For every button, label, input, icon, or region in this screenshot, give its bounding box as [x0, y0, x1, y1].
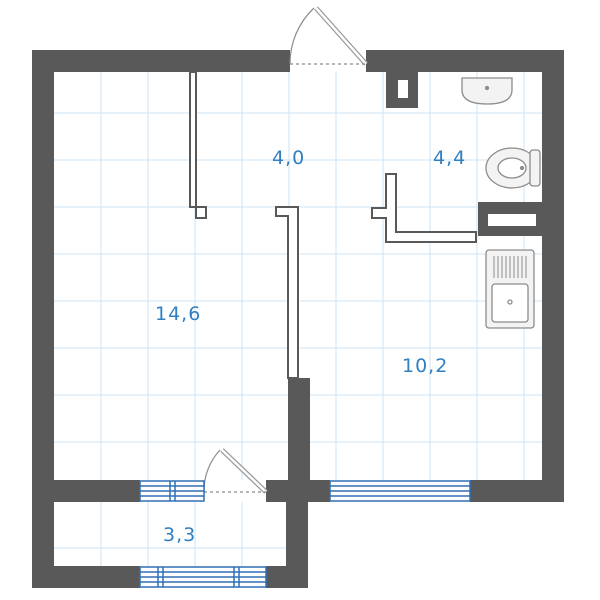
kitchen-sink — [485, 249, 535, 329]
room-area-kitchen: 10,2 — [402, 355, 448, 377]
balcony-window-top — [139, 480, 205, 502]
ventilation-shaft — [398, 80, 408, 98]
balcony-window-bottom — [139, 566, 267, 588]
toilet — [485, 147, 541, 189]
niche-opening — [488, 214, 536, 226]
room-area-balcony: 3,3 — [163, 524, 196, 546]
bathroom-sink — [461, 77, 513, 105]
room-area-hall: 4,0 — [272, 147, 305, 169]
room-area-living: 14,6 — [155, 303, 201, 325]
room-area-bathroom: 4,4 — [433, 147, 466, 169]
floor-grid — [54, 72, 542, 568]
balcony-door — [203, 448, 268, 494]
kitchen-window — [329, 480, 471, 502]
windows — [139, 480, 471, 588]
partitions — [189, 71, 477, 379]
entrance-door — [289, 6, 368, 66]
exterior-walls — [32, 50, 564, 588]
